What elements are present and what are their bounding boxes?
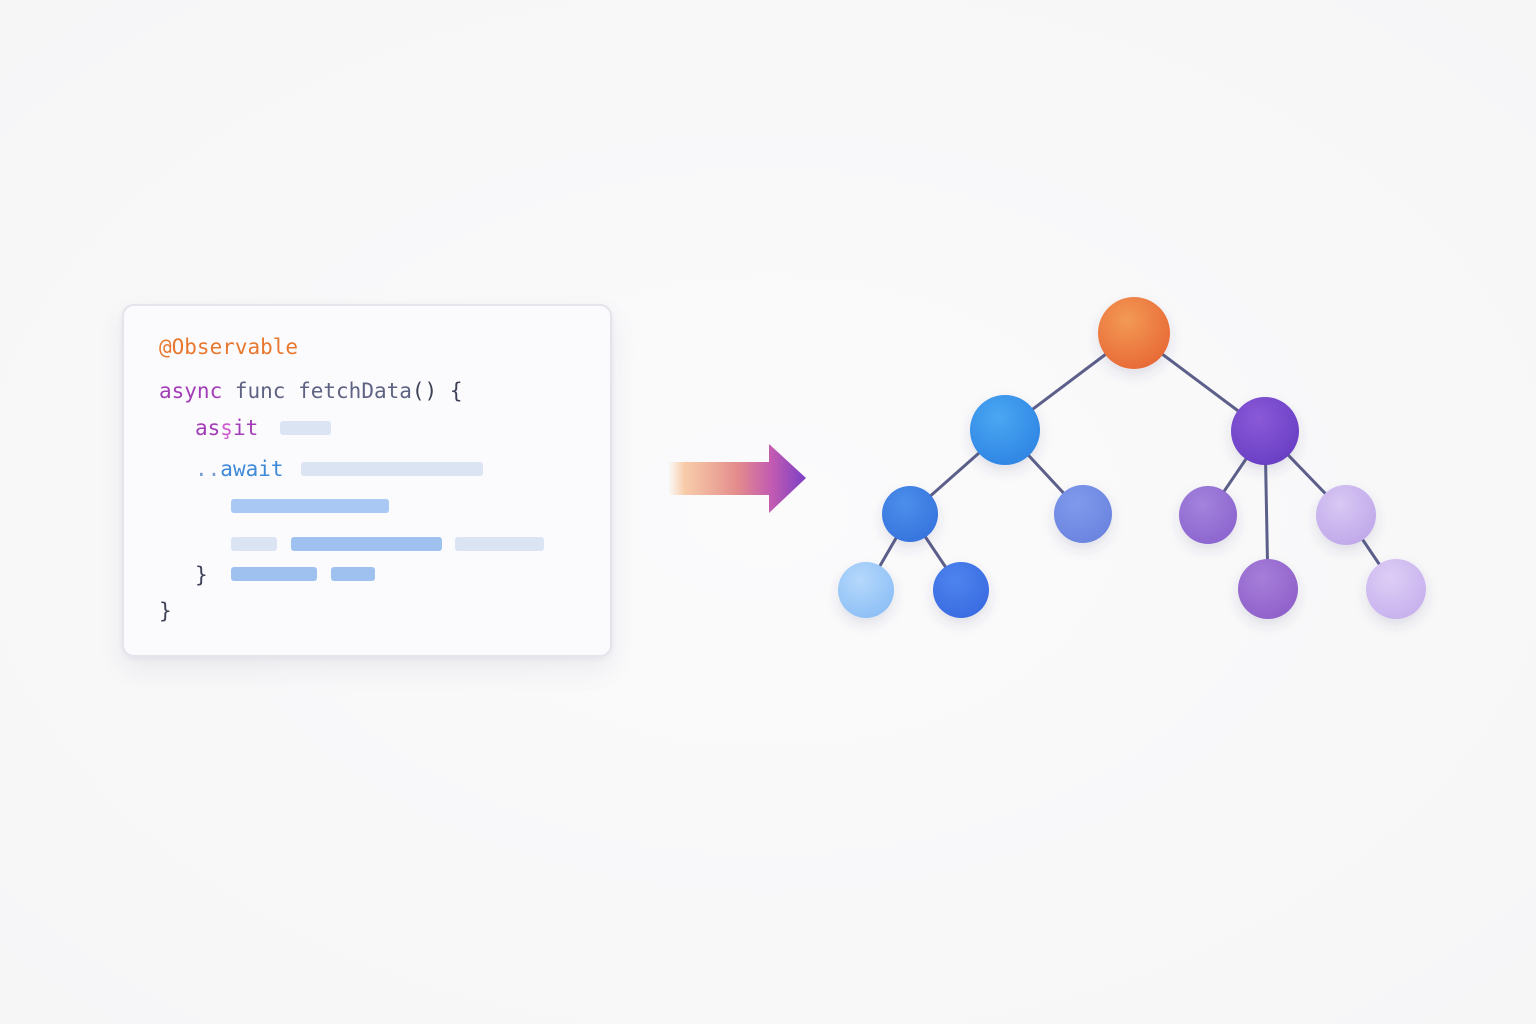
code-placeholder-bar	[231, 567, 317, 581]
code-placeholder-bar	[301, 462, 483, 476]
tree-node	[1231, 397, 1299, 465]
tree-edges	[864, 331, 1398, 592]
tree-node	[1054, 485, 1112, 543]
code-placeholder-bar	[291, 537, 442, 551]
code-placeholder-bar	[231, 537, 277, 551]
await-line-2-dots: ..	[195, 457, 221, 481]
tree-node-root	[1098, 297, 1170, 369]
await-line-2: ..await	[195, 456, 284, 482]
await-line-1-part-a: as	[195, 416, 221, 440]
code-card	[122, 304, 612, 657]
tree-node	[970, 395, 1040, 465]
code-placeholder-bar	[280, 421, 331, 435]
decorator-text: @Observable	[159, 335, 299, 359]
function-signature: async func fetchData() {	[159, 378, 462, 404]
outer-closing-brace: }	[159, 599, 172, 623]
inner-closing-brace: }	[195, 563, 208, 587]
tree-node	[1238, 559, 1298, 619]
tree-node	[1179, 486, 1237, 544]
await-line-1-part-b: ş	[220, 416, 233, 440]
code-placeholder-bar	[231, 499, 389, 513]
await-line-1: asşit	[195, 415, 258, 441]
tree-node	[838, 562, 894, 618]
code-placeholder-bar	[331, 567, 375, 581]
async-keyword: async	[159, 379, 223, 403]
tree-nodes	[838, 297, 1426, 619]
params-open: () {	[411, 379, 463, 403]
func-keyword: func	[234, 379, 286, 403]
await-line-2-word: await	[220, 457, 284, 481]
tree-node	[882, 486, 938, 542]
tree-node	[1316, 485, 1376, 545]
code-placeholder-bar	[455, 537, 544, 551]
tree-node	[933, 562, 989, 618]
await-line-1-part-c: it	[232, 416, 259, 440]
transform-arrow-icon	[668, 444, 806, 513]
function-name: fetchData	[298, 379, 412, 403]
tree-node	[1366, 559, 1426, 619]
